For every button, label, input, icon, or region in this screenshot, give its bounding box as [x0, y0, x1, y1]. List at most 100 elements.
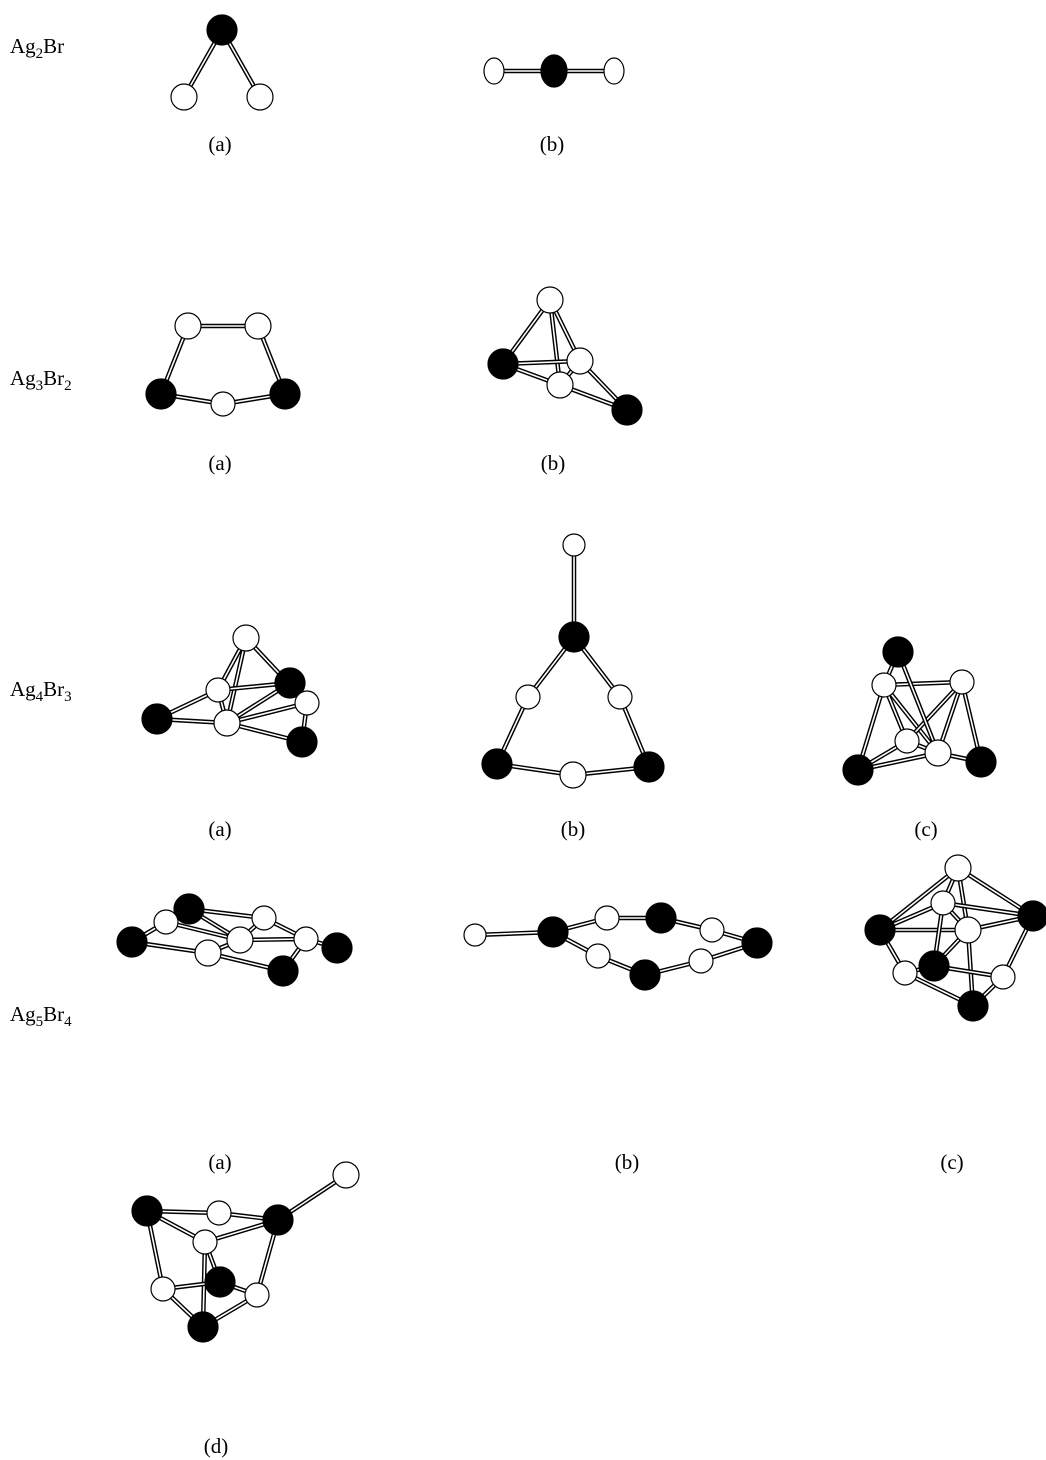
molecule-ag4br3-a — [141, 624, 320, 758]
ag-atom — [244, 312, 272, 340]
br-atom — [537, 916, 569, 948]
panel-label-ag4br3-b: (b) — [560, 817, 586, 841]
ag-atom — [603, 57, 625, 85]
ag-atom — [483, 57, 505, 85]
ag-atom — [192, 1229, 218, 1255]
formula-ag2br: Ag2Br — [10, 34, 65, 62]
ag-atom — [205, 677, 231, 703]
br-atom — [540, 54, 568, 88]
br-atom — [1017, 900, 1046, 932]
molecule-ag3br2-b — [487, 286, 643, 426]
br-atom — [864, 914, 896, 946]
panel-label-ag4br3-a: (a) — [208, 817, 232, 841]
ag-atom — [463, 923, 487, 947]
panel-label-ag5br4-d: (d) — [203, 1434, 229, 1458]
br-atom — [487, 348, 519, 380]
ag-atom — [536, 286, 564, 314]
ag-atom — [213, 709, 241, 737]
molecule-ag4br3-c — [842, 636, 997, 786]
molecule-ag2br-a — [170, 14, 274, 111]
br-atom — [965, 746, 997, 778]
molecule-ag4br3-b — [481, 533, 665, 789]
panel-label-ag5br4-a: (a) — [208, 1150, 232, 1174]
br-atom — [321, 932, 353, 964]
bond — [878, 866, 960, 932]
br-atom — [274, 667, 306, 699]
br-atom — [741, 927, 773, 959]
br-atom — [262, 1204, 294, 1236]
ag-atom — [515, 684, 541, 710]
panel-label-ag2br-b: (b) — [539, 132, 565, 156]
molecule-ag5br4-a — [116, 893, 353, 987]
bond — [905, 680, 964, 743]
ag-atom — [194, 939, 222, 967]
bond — [895, 651, 941, 754]
formula-ag4br3: Ag4Br3 — [10, 677, 72, 705]
molecule-ag3br2-a — [145, 312, 301, 417]
br-atom — [611, 394, 643, 426]
ag-atom — [210, 391, 236, 417]
ag-atom — [894, 728, 920, 754]
molecule-ag5br4-c — [864, 854, 1046, 1022]
br-atom — [116, 926, 148, 958]
ag-atom — [546, 371, 574, 399]
ag-atom — [954, 916, 982, 944]
br-atom — [633, 751, 665, 783]
panel-label-ag3br2-a: (a) — [208, 451, 232, 475]
ag-atom — [607, 684, 633, 710]
br-atom — [145, 378, 177, 410]
molecule-ag5br4-d — [131, 1161, 360, 1343]
br-atom — [645, 902, 677, 934]
ag-atom — [232, 624, 260, 652]
bond — [547, 299, 563, 386]
br-atom — [141, 703, 173, 735]
br-atom — [269, 378, 301, 410]
panel-label-ag2br-a: (a) — [208, 132, 232, 156]
ag-atom — [949, 669, 975, 695]
br-atom — [204, 1266, 236, 1298]
ag-atom — [153, 909, 179, 935]
formula-ag5br4: Ag5Br4 — [10, 1002, 72, 1030]
br-atom — [286, 726, 318, 758]
br-atom — [187, 1311, 219, 1343]
br-atom — [206, 14, 238, 46]
br-atom — [131, 1195, 163, 1227]
ag-atom — [699, 917, 725, 943]
panel-label-ag5br4-b: (b) — [614, 1150, 640, 1174]
br-atom — [481, 748, 513, 780]
br-atom — [629, 959, 661, 991]
molecule-ag2br-b — [483, 54, 625, 88]
br-atom — [842, 754, 874, 786]
panel-label-ag4br3-c: (c) — [914, 817, 938, 841]
ag-atom — [174, 312, 202, 340]
ag-atom — [226, 926, 254, 954]
ag-atom — [246, 83, 274, 111]
br-atom — [267, 955, 299, 987]
ag-atom — [594, 905, 620, 931]
bond — [224, 637, 249, 724]
br-atom — [558, 621, 590, 653]
ag-atom — [930, 890, 956, 916]
ag-atom — [244, 1282, 270, 1308]
br-atom — [173, 893, 205, 925]
ag-atom — [251, 905, 277, 931]
ag-atom — [688, 948, 714, 974]
ag-atom — [170, 83, 198, 111]
ag-atom — [944, 854, 972, 882]
br-atom — [918, 950, 950, 982]
ag-atom — [892, 960, 918, 986]
ag-atom — [562, 533, 586, 557]
ag-atom — [871, 672, 897, 698]
ag-atom — [585, 943, 611, 969]
formula-ag3br2: Ag3Br2 — [10, 366, 72, 394]
ag-atom — [206, 1200, 232, 1226]
ag-atom — [990, 964, 1016, 990]
panel-label-ag3br2-b: (b) — [540, 451, 566, 475]
ag-atom — [332, 1161, 360, 1189]
br-atom — [957, 990, 989, 1022]
ag-atom — [150, 1276, 176, 1302]
ag-atom — [294, 690, 320, 716]
panel-label-ag5br4-c: (c) — [940, 1150, 964, 1174]
